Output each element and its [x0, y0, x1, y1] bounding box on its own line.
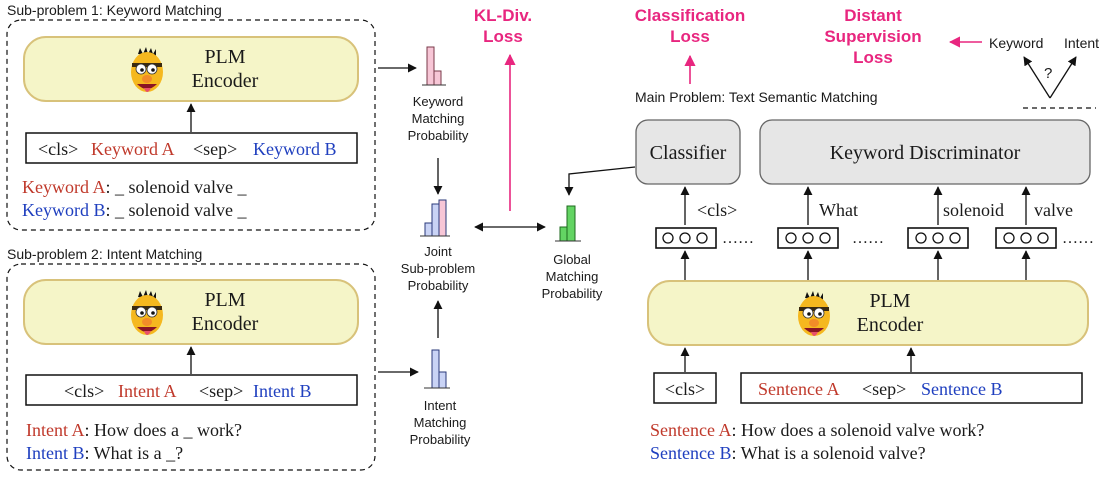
- token-what: What: [819, 200, 858, 220]
- keyword-prob-line1: Keyword: [413, 94, 464, 109]
- classification-loss-line1: Classification: [635, 6, 746, 25]
- ellipsis-1: ……: [722, 230, 754, 247]
- classifier-label: Classifier: [650, 142, 727, 164]
- ds-intent: Intent: [1064, 35, 1099, 51]
- ds-question: ?: [1044, 65, 1052, 82]
- top-losses: Classification Loss Distant Supervision …: [635, 6, 1099, 99]
- middle-column: Keyword Matching Probability Joint Sub-p…: [378, 6, 636, 447]
- kl-loss-line2: Loss: [483, 27, 523, 46]
- intent-prob-line1: Intent: [424, 398, 457, 413]
- global-prob-line1: Global: [553, 252, 591, 267]
- sentence-input-box: [740, 372, 1083, 404]
- distant-loss-line1: Distant: [844, 6, 902, 25]
- main-cls: <cls>: [665, 379, 705, 399]
- panel-intent-matching: Sub-problem 2: Intent Matching PLM Encod…: [6, 246, 376, 471]
- input2-b: Intent B: [253, 381, 312, 401]
- token-column-solenoid: solenoid: [907, 186, 1004, 280]
- global-prob-histogram: [555, 205, 581, 242]
- input2-sep: <sep>: [199, 381, 243, 401]
- main-panel: Main Problem: Text Semantic Matching Cla…: [635, 89, 1096, 463]
- ds-keyword: Keyword: [989, 35, 1043, 51]
- keyword-prob-line2: Matching: [412, 111, 465, 126]
- ellipsis-2: ……: [852, 230, 884, 247]
- encoder-main-line2: Encoder: [857, 314, 924, 336]
- token-cls: <cls>: [697, 200, 737, 220]
- main-input-a: Sentence A: [758, 379, 839, 399]
- token-valve: valve: [1034, 200, 1073, 220]
- encoder2-line1: PLM: [204, 289, 245, 311]
- embedding-valve: [995, 227, 1057, 249]
- example-sentence-b: Sentence B: What is a solenoid valve?: [650, 443, 926, 463]
- intent-input-box: [25, 374, 358, 406]
- encoder-main-line1: PLM: [869, 290, 910, 312]
- panel1-title: Sub-problem 1: Keyword Matching: [7, 2, 222, 18]
- kl-loss-line1: KL-Div.: [474, 6, 532, 25]
- input1-b: Keyword B: [253, 139, 337, 159]
- plm-encoder-1: [23, 36, 359, 102]
- joint-prob-histogram: [420, 199, 450, 237]
- input1-cls: <cls>: [38, 139, 78, 159]
- keyword-prob-line3: Probability: [408, 128, 469, 143]
- distant-loss-line2: Supervision: [824, 27, 921, 46]
- panel-keyword-matching: Sub-problem 1: Keyword Matching PLM Enco…: [6, 2, 376, 231]
- token-solenoid: solenoid: [943, 200, 1004, 220]
- global-prob-line2: Matching: [546, 269, 599, 284]
- input2-cls: <cls>: [64, 381, 104, 401]
- example-sentence-a: Sentence A: How does a solenoid valve wo…: [650, 420, 984, 440]
- joint-prob-line1: Joint: [424, 244, 452, 259]
- joint-prob-line2: Sub-problem: [401, 261, 475, 276]
- cls-input-box: [653, 372, 717, 404]
- encoder1-line2: Encoder: [192, 70, 259, 92]
- global-prob-line3: Probability: [542, 286, 603, 301]
- ellipsis-3: ……: [1062, 230, 1094, 247]
- input1-sep: <sep>: [193, 139, 237, 159]
- classifier-box: [635, 119, 741, 185]
- plm-encoder-main: [647, 280, 1089, 346]
- main-input-sep: <sep>: [862, 379, 906, 399]
- token-column-cls: <cls>: [655, 186, 737, 280]
- main-title: Main Problem: Text Semantic Matching: [635, 89, 878, 105]
- example-keyword-a: Keyword A: _ solenoid valve _: [22, 177, 247, 197]
- intent-prob-line2: Matching: [414, 415, 467, 430]
- input2-a: Intent A: [118, 381, 177, 401]
- embedding-solenoid: [907, 227, 969, 249]
- example-intent-a: Intent A: How does a _ work?: [26, 420, 242, 440]
- embedding-what: [777, 227, 839, 249]
- joint-prob-line3: Probability: [408, 278, 469, 293]
- example-intent-b: Intent B: What is a _?: [26, 443, 183, 463]
- token-column-what: What: [777, 186, 858, 280]
- keyword-input-box: [25, 132, 358, 164]
- encoder1-line1: PLM: [204, 46, 245, 68]
- encoder2-line2: Encoder: [192, 313, 259, 335]
- example-keyword-b: Keyword B: _ solenoid valve _: [22, 200, 247, 220]
- keyword-prob-histogram: [422, 46, 446, 86]
- token-column-valve: valve: [995, 186, 1073, 280]
- intent-prob-line3: Probability: [410, 432, 471, 447]
- distant-loss-line3: Loss: [853, 48, 893, 67]
- intent-prob-histogram: [424, 349, 450, 389]
- input1-a: Keyword A: [91, 139, 175, 159]
- classification-loss-line2: Loss: [670, 27, 710, 46]
- discriminator-label: Keyword Discriminator: [830, 142, 1021, 164]
- keyword-discriminator-box: [759, 119, 1091, 185]
- panel2-title: Sub-problem 2: Intent Matching: [7, 246, 202, 262]
- main-input-b: Sentence B: [921, 379, 1002, 399]
- plm-encoder-2: [23, 279, 359, 345]
